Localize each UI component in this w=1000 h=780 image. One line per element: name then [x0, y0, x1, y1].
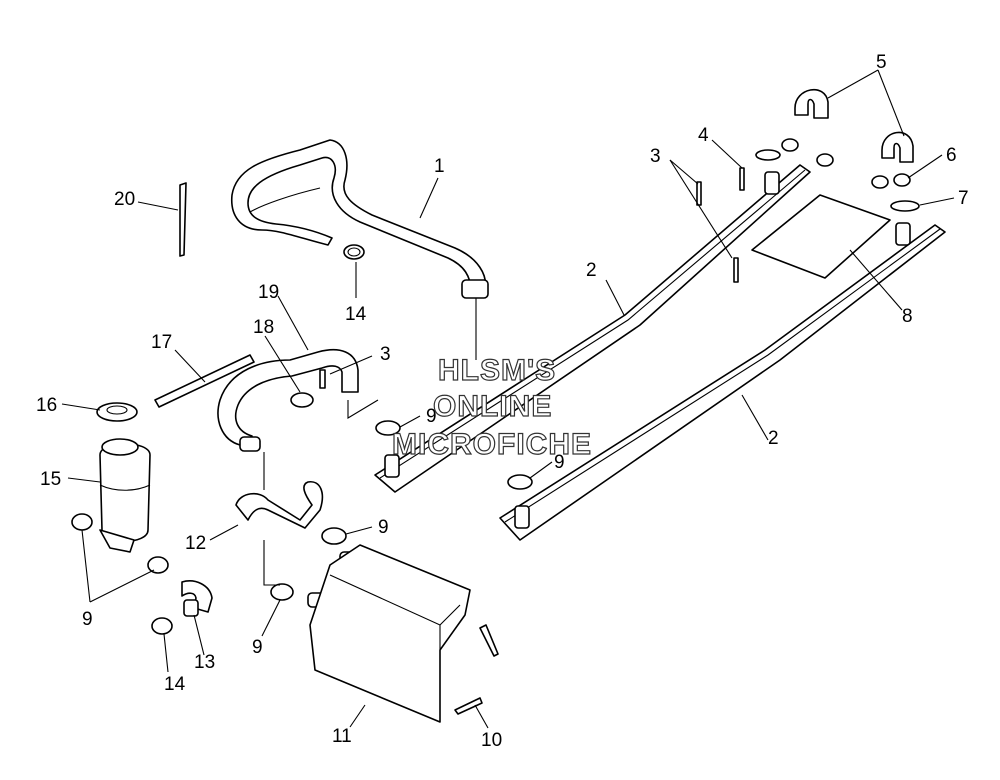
cooler-rail-left: [374, 164, 811, 493]
callout-4: 4: [698, 125, 709, 146]
hose-clamp-9-b: [321, 527, 347, 545]
callout-9-b: 9: [554, 452, 565, 473]
bolt-3-a: [696, 181, 702, 206]
callout-2-right: 2: [768, 428, 779, 449]
clamp-9-upper: [375, 420, 401, 436]
middle-coolant-hose: [217, 348, 359, 452]
hose-clamp-18: [290, 392, 314, 408]
elbow-5-lower: [881, 131, 914, 163]
clamp-6-b: [816, 153, 834, 167]
hose-clamp-9-c: [270, 583, 294, 601]
washer-7-b: [890, 200, 920, 212]
watermark-line-3: MICROFICHE: [392, 428, 592, 461]
clamp-6-d: [893, 173, 911, 187]
callout-9-c: 9: [378, 517, 389, 538]
cooler-rail-right: [499, 222, 946, 541]
dipstick-rod: [179, 182, 187, 257]
callout-5: 5: [876, 52, 887, 73]
watermark: HLSM'S ONLINE MICROFICHE: [391, 353, 592, 461]
elbow-5-upper: [794, 88, 829, 119]
callout-15: 15: [40, 469, 61, 490]
callout-13: 13: [194, 652, 215, 673]
callout-3-middle: 3: [380, 344, 391, 365]
watermark-line-2: ONLINE: [433, 390, 552, 423]
callout-14-upper: 14: [345, 304, 367, 325]
callout-7: 7: [958, 188, 969, 209]
callout-18: 18: [253, 317, 274, 338]
callout-17: 17: [151, 332, 172, 353]
skid-plate: [309, 544, 471, 723]
bolt-3-c: [319, 369, 326, 389]
callout-8: 8: [902, 306, 913, 327]
hose-clamp-upper: [343, 244, 365, 260]
connector-line-c: [263, 540, 280, 586]
callout-20: 20: [114, 189, 135, 210]
washer-7-a: [755, 149, 781, 161]
callout-9-e: 9: [252, 637, 263, 658]
coolant-reservoir: [99, 438, 151, 553]
clamp-9-right: [507, 474, 533, 490]
upper-coolant-hose: [231, 139, 489, 299]
clamp-6-c: [871, 175, 889, 189]
hose-clamp-mid: [147, 556, 169, 574]
callout-2-left: 2: [586, 260, 597, 281]
callout-11: 11: [332, 726, 352, 747]
hose-clamp-14-lower: [151, 617, 173, 635]
connector-line-d: [347, 399, 379, 419]
callout-6: 6: [946, 145, 957, 166]
bolt-10-lower: [454, 697, 483, 715]
callout-12: 12: [185, 533, 206, 554]
callout-1: 1: [434, 156, 445, 177]
callout-3-upper: 3: [650, 146, 661, 167]
lower-coolant-hose: [235, 481, 324, 529]
callout-9-d: 9: [82, 609, 93, 630]
callout-labels: 1 2 2 3 3 4 5 6 7 8 9 9 9 9 9 10 11 12 1…: [36, 52, 969, 751]
callout-19: 19: [258, 282, 279, 303]
watermark-line-1: HLSM'S: [438, 354, 556, 387]
hose-clamp-left: [71, 513, 93, 531]
heat-exchanger-plate: [751, 194, 891, 279]
leader-lines: [61, 69, 955, 729]
elbow-hose-13-end: [183, 599, 199, 617]
callout-10: 10: [481, 730, 502, 751]
bolt-4: [739, 167, 745, 191]
radiator-cap: [96, 402, 138, 422]
callout-14-lower: 14: [164, 674, 186, 695]
bolt-3-b: [733, 257, 739, 283]
callout-9-a: 9: [426, 406, 437, 427]
clamp-6-a: [781, 138, 799, 152]
bolt-10-upper: [479, 624, 499, 657]
callout-16: 16: [36, 395, 57, 416]
